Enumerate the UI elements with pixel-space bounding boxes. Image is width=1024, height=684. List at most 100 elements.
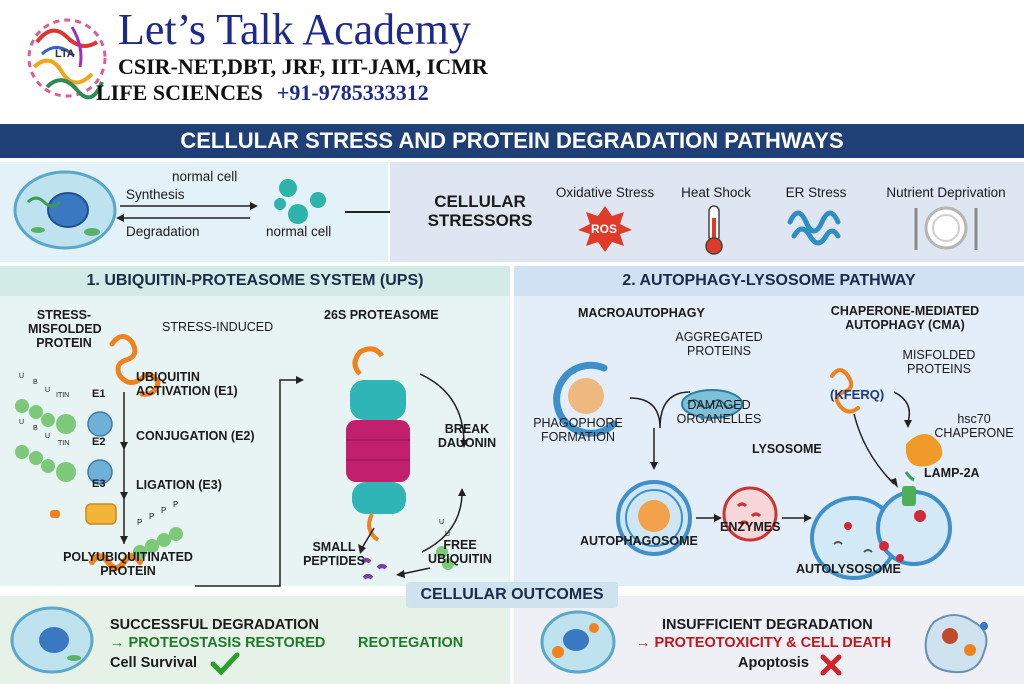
- apoptosis-label: Apoptosis: [738, 655, 809, 671]
- itin-tag: ITIN: [56, 392, 70, 399]
- ubiquitin-u2: U: [45, 387, 51, 394]
- cma-misfolded-label: MISFOLDED PROTEINS: [894, 348, 984, 376]
- lysosome-label: LYSOSOME: [752, 442, 822, 456]
- autophagy-panel: 2. AUTOPHAGY-LYSOSOME PATHWAY: [514, 266, 1024, 586]
- outcome-cell-icons: [540, 610, 988, 674]
- ups-title: 1. UBIQUITIN-PROTEASOME SYSTEM (UPS): [0, 266, 510, 296]
- stressor-oxidative-label: Oxidative Stress: [555, 185, 655, 200]
- aggregated-proteins-label: AGGREGATED PROTEINS: [664, 330, 774, 358]
- poly-l2: PROTEIN: [100, 564, 156, 578]
- synthesis-label: Synthesis: [126, 187, 185, 202]
- stressor-heat-label: Heat Shock: [681, 185, 751, 200]
- ubiquitin-e2-chain-icon: [15, 445, 113, 485]
- damaged-organelles-label: DAMAGED ORGANELLES: [664, 398, 774, 426]
- ubiquitin-u3: U: [19, 419, 25, 426]
- stressors-heading: CELLULAR STRESSORS: [420, 192, 540, 230]
- ubiquitin-e1-chain-icon: [15, 399, 113, 437]
- autophagy-title: 2. AUTOPHAGY-LYSOSOME PATHWAY: [514, 266, 1024, 296]
- kferq-motif-label: (KFERQ): [830, 387, 885, 402]
- tin-tag: TIN: [58, 440, 70, 447]
- misfolded-protein-icon: [109, 334, 161, 397]
- stressors-heading-l1: CELLULAR: [434, 192, 526, 211]
- stress-induced-label: STRESS-INDUCED: [162, 320, 274, 334]
- subject-phone-line: LIFE SCIENCES+91-9785333312: [96, 80, 429, 106]
- conjugation-label: CONJUGATION (E2): [136, 429, 255, 443]
- ubiquitin-b2: B: [33, 425, 38, 432]
- cma-l2: AUTOPHAGY (CMA): [845, 318, 965, 332]
- lamp2a-label: LAMP-2A: [924, 466, 980, 480]
- autophagosome-label: AUTOPHAGOSOME: [580, 534, 698, 548]
- aggregated-l2: PROTEINS: [687, 344, 751, 358]
- stressor-nutrient-label: Nutrient Deprivation: [886, 185, 1006, 200]
- proteasome-label: 26S PROTEASOME: [324, 308, 439, 322]
- phosphate-p4: P: [173, 500, 179, 509]
- cross-icon: [820, 654, 842, 676]
- insufficient-outcome-panel: INSUFFICIENT DEGRADATION → PROTEOTOXICIT…: [514, 596, 1024, 684]
- phosphate-p1: P: [137, 518, 143, 527]
- break-l1: BREAK: [444, 422, 490, 436]
- free-l2: UBIQUITIN: [428, 552, 492, 566]
- activation-l1: UBIQUITIN: [136, 370, 200, 384]
- free-ubiquitin-label: FREE UBIQUITIN: [420, 538, 500, 566]
- ubiquitin-u1: U: [19, 373, 25, 380]
- empty-plate-icon: [914, 206, 978, 250]
- degradation-label: Degradation: [126, 224, 200, 239]
- phosphate-p3: P: [161, 506, 167, 515]
- stressors-heading-l2: STRESSORS: [427, 211, 533, 230]
- hsc70-l1: hsc70: [957, 412, 991, 426]
- autolysosome-label: AUTOLYSOSOME: [796, 562, 901, 576]
- normal-cell-icon: [13, 170, 117, 250]
- stressor-icons: [578, 205, 978, 255]
- phone-number: +91-9785333312: [276, 80, 429, 105]
- protein-ribbon-logo-icon: [27, 18, 107, 100]
- phagophore-icon: [553, 361, 618, 437]
- small-peptides-label: SMALL PEPTIDES: [294, 540, 374, 568]
- lysosome-icon: [722, 486, 778, 542]
- academy-name: Let’s Talk Academy: [118, 5, 471, 54]
- free-l1: FREE: [443, 538, 477, 552]
- macroautophagy-label: MACROAUTOPHAGY: [578, 306, 705, 320]
- normal-cell-bottom-label: normal cell: [266, 224, 332, 239]
- break-l2: DAUONIN: [437, 436, 497, 450]
- small-peptides-icon: [360, 558, 388, 580]
- outcomes-title: CELLULAR OUTCOMES: [406, 582, 618, 608]
- e2-enzyme-label: E2: [92, 436, 106, 448]
- autophagosome-icon: [616, 480, 692, 556]
- free-ubiquitin-icon: [436, 546, 454, 570]
- success-subtitle: → PROTEOSTASIS RESTORED: [110, 635, 326, 651]
- hsc70-chaperone-icon: [905, 434, 943, 467]
- ups-diagram: [15, 334, 468, 587]
- small-l1: SMALL: [312, 540, 356, 554]
- phagophore-l1: PHAGOPHORE: [533, 416, 623, 430]
- damaged-l2: ORGANELLES: [676, 412, 762, 426]
- normal-cell-top-label: normal cell: [172, 169, 238, 184]
- phagophore-l2: FORMATION: [540, 430, 616, 444]
- hsc70-label: hsc70 CHAPERONE: [924, 412, 1024, 440]
- cell-survival-label: Cell Survival: [110, 655, 198, 671]
- stressed-cell-icon: [540, 610, 616, 674]
- reotegation-label: REOTEGATION: [358, 635, 464, 651]
- 26s-proteasome-icon: [346, 346, 410, 542]
- ubiquitin-activation-label: UBIQUITIN ACTIVATION (E1): [136, 370, 238, 398]
- cma-misfolded-l1: MISFOLDED: [902, 348, 976, 362]
- insufficient-subtitle: → PROTEOTOXICITY & CELL DEATH: [636, 635, 892, 651]
- homeostasis-diagram: [13, 170, 410, 250]
- ubiquitin-b1: B: [33, 379, 38, 386]
- e1-enzyme-label: E1: [92, 388, 106, 400]
- autolysosome-icon: [810, 486, 952, 580]
- damaged-l1: DAMAGED: [687, 398, 751, 412]
- misfolded-l1: STRESS-: [36, 308, 92, 322]
- logo-text: LTA: [55, 48, 75, 60]
- cellular-stressors-panel: CELLULAR STRESSORS Oxidative Stress Heat…: [390, 162, 1024, 262]
- activation-l2: ACTIVATION (E1): [136, 384, 238, 398]
- e3-enzyme-label: E3: [92, 478, 106, 490]
- phosphate-p2: P: [149, 512, 155, 521]
- poly-l1: POLYUBIQUITINATED: [63, 550, 193, 564]
- aggregated-l1: AGGREGATED: [675, 330, 763, 344]
- ups-panel: 1. UBIQUITIN-PROTEASOME SYSTEM (UPS): [0, 266, 510, 587]
- break-down-label: BREAK DAUONIN: [432, 422, 502, 450]
- free-ubiquitin-u2: U: [445, 531, 451, 538]
- page-title: CELLULAR STRESS AND PROTEIN DEGRADATION …: [0, 124, 1024, 158]
- misfolded-l3: PROTEIN: [36, 336, 92, 350]
- misfolded-l2: MISFOLDED: [28, 322, 102, 336]
